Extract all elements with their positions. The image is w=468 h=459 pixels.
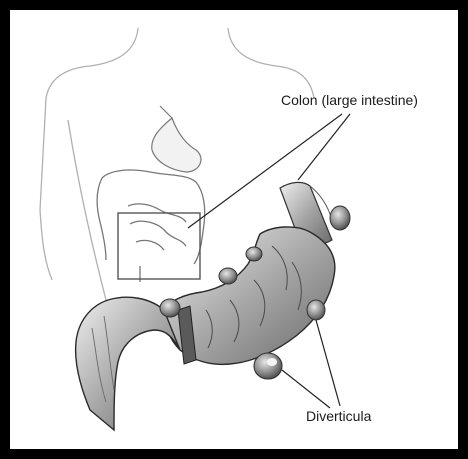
diverticulum-4 [307,300,325,320]
diverticula-label: Diverticula [306,408,371,424]
colon-lower-segment [76,297,180,430]
diverticulum-3 [160,299,180,317]
diverticulum-1 [246,247,262,261]
diverticulum-top [330,206,350,230]
torso-colon [97,170,205,282]
diverticulum-5 [254,353,282,379]
colon-diverticula-illustration [10,10,468,459]
diverticulum-2 [219,268,237,284]
colon-label: Colon (large intestine) [281,92,418,108]
highlight-box [118,213,200,279]
stomach [152,118,201,172]
colon-leader-lines [188,114,350,228]
